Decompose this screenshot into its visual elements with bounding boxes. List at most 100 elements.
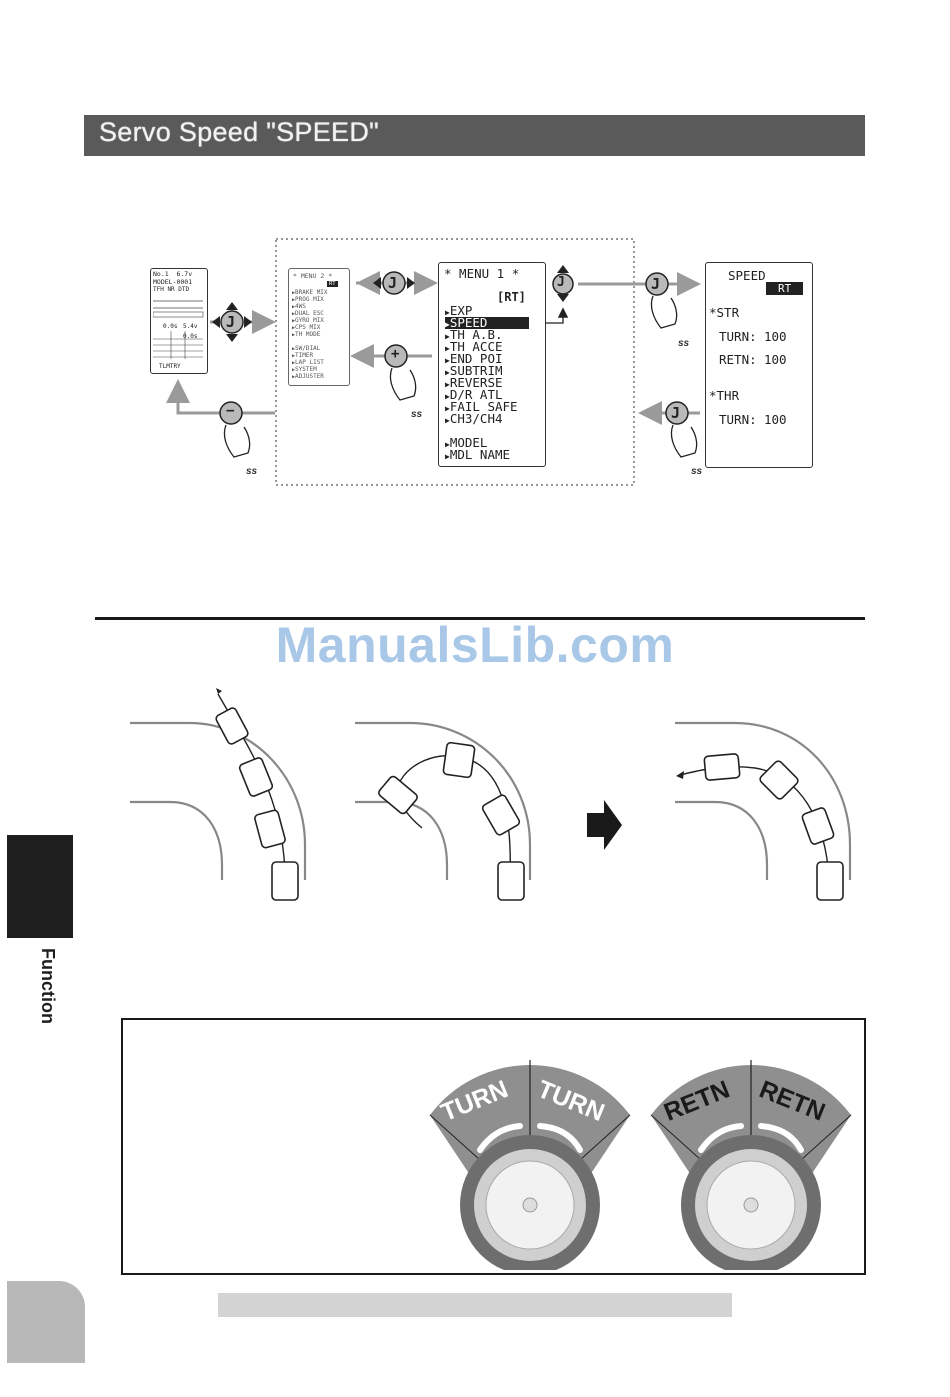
menu-cursor-icon: ▶ — [292, 325, 296, 331]
menu1-item[interactable]: ▶REVERSE — [445, 375, 503, 390]
menu1-item[interactable]: ▶EXP — [445, 303, 473, 318]
menu-cursor-icon: ▶ — [292, 304, 296, 310]
jog-key-icon — [665, 401, 689, 425]
section-title: Servo Speed "SPEED" — [99, 117, 380, 147]
menu1-item[interactable]: ▶FAIL SAFE — [445, 399, 518, 414]
plus-key-label: + — [391, 346, 400, 362]
jog-cross-icon — [212, 302, 252, 342]
menu-cursor-icon: ▶ — [292, 353, 296, 359]
menu-cursor-icon: ▶ — [445, 392, 450, 401]
menu-cursor-icon: ▶ — [292, 346, 296, 352]
menu-cursor-icon: ▶ — [445, 332, 450, 341]
jog-key-label: J — [557, 275, 565, 290]
menu2-item[interactable]: ▶SW/DIAL — [292, 345, 321, 352]
menu1-item[interactable]: ▶MODEL — [445, 435, 488, 450]
menu2-list: ▶BRAKE MIX▶PROG MIX▶4WS▶DUAL ESC▶GYRO MI… — [292, 289, 328, 380]
menu1-item[interactable]: ▶SUBTRIM — [445, 363, 503, 378]
menu-cursor-icon: ▶ — [292, 374, 296, 380]
jog-up-down-icon — [552, 265, 574, 302]
plus-key-icon — [384, 344, 408, 368]
menu1-item[interactable]: ▶TH A.B. — [445, 327, 503, 342]
jog-key-icon — [645, 272, 669, 296]
thr-turn-label: TURN: — [719, 412, 757, 427]
menu2-item[interactable]: ▶BRAKE MIX — [292, 289, 328, 296]
thr-turn-value: 100 — [764, 412, 787, 427]
minus-key-icon — [219, 401, 243, 425]
str-turn-value: 100 — [764, 329, 787, 344]
menu-cursor-icon: ▶ — [445, 320, 450, 329]
menu2-item[interactable]: ▶GYRO MIX — [292, 317, 324, 324]
menu1-item[interactable]: ▶CH3/CH4 — [445, 411, 503, 426]
jog-left-right-icon — [373, 271, 415, 295]
wheel-figure — [429, 1060, 852, 1270]
thr-label: *THR — [709, 388, 740, 403]
jog-key-label: J — [226, 313, 236, 331]
menu2-item[interactable]: ▶SYSTEM — [292, 366, 317, 373]
menu-cursor-icon: ▶ — [445, 440, 450, 449]
menu1-item[interactable]: ▶TH ACCE — [445, 339, 503, 354]
menu-cursor-icon: ▶ — [445, 380, 450, 389]
press-mark: ss — [691, 466, 703, 477]
jog-key-label: J — [651, 275, 661, 293]
menu-cursor-icon: ▶ — [445, 368, 450, 377]
menu-cursor-icon: ▶ — [445, 416, 450, 425]
next-arrow-icon — [587, 800, 622, 850]
press-mark: ss — [411, 409, 423, 420]
menu-cursor-icon: ▶ — [292, 311, 296, 317]
menu-cursor-icon: ▶ — [445, 404, 450, 413]
jog-key-label: J — [671, 404, 681, 422]
menu1-item[interactable]: ▶SPEED — [445, 316, 529, 329]
section-side-tab — [7, 835, 73, 938]
menu-cursor-icon: ▶ — [445, 452, 450, 461]
menu-cursor-icon: ▶ — [292, 360, 296, 366]
str-retn-value: 100 — [764, 352, 787, 367]
menu-cursor-icon: ▶ — [292, 290, 296, 296]
menu-cursor-icon: ▶ — [445, 344, 450, 353]
caption-bar — [218, 1293, 732, 1317]
menu-cursor-icon: ▶ — [292, 367, 296, 373]
menu-cursor-icon: ▶ — [292, 297, 296, 303]
str-retn-label: RETN: — [719, 352, 757, 367]
menu-group-frame — [275, 238, 635, 486]
menu-cursor-icon: ▶ — [292, 332, 296, 338]
menu-cursor-icon: ▶ — [445, 308, 450, 317]
menu2-item[interactable]: ▶ADJUSTER — [292, 373, 324, 380]
speed-screen: SPEED RT *STR TURN: 100 RETN: 100 *THR T… — [705, 262, 813, 468]
menu2-screen: * MENU 2 * RT ▶BRAKE MIX▶PROG MIX▶4WS▶DU… — [288, 268, 350, 386]
menu-cursor-icon: ▶ — [292, 318, 296, 324]
menu-cursor-icon: ▶ — [445, 356, 450, 365]
press-mark: ss — [678, 338, 690, 349]
wheel-left — [429, 1060, 631, 1270]
menu1-screen: * MENU 1 * [RT] ▶EXP▶SPEED▶TH A.B.▶TH AC… — [438, 262, 546, 467]
speed-screen-title: SPEED — [728, 268, 766, 283]
press-mark: ss — [246, 466, 258, 477]
navigation-diagram — [166, 238, 701, 486]
menu2-item[interactable]: ▶LAP LIST — [292, 359, 324, 366]
menu2-item[interactable]: ▶DUAL ESC — [292, 310, 324, 317]
menu2-item[interactable]: ▶4WS — [292, 303, 306, 310]
menu1-item[interactable]: ▶D/R ATL — [445, 387, 503, 402]
str-turn-label: TURN: — [719, 329, 757, 344]
menu2-item[interactable] — [292, 338, 328, 345]
menu2-item[interactable]: ▶CPS MIX — [292, 324, 321, 331]
minus-key-label: − — [226, 403, 235, 419]
cornering-illustration — [130, 688, 852, 901]
menu2-item[interactable]: ▶PROG MIX — [292, 296, 324, 303]
page-corner-tab — [7, 1281, 85, 1363]
str-label: *STR — [709, 305, 740, 320]
pressing-finger-icon — [223, 424, 251, 458]
watermark: ManualsLib.com — [275, 617, 675, 673]
jog-key-label: J — [388, 274, 398, 292]
menu1-item[interactable]: ▶MDL NAME — [445, 447, 511, 462]
section-side-label: Function — [38, 948, 58, 1024]
menu1-item[interactable]: ▶END POI — [445, 351, 503, 366]
section-title-bar — [84, 115, 865, 156]
menu2-item[interactable]: ▶TH MODE — [292, 331, 321, 338]
wheel-right — [650, 1060, 852, 1270]
home-screen: No.1 6.7v MODEL-0001 TFH NR DTD 0.0s 5.4… — [150, 268, 208, 374]
menu2-item[interactable]: ▶TIMER — [292, 352, 314, 359]
section-divider — [95, 617, 865, 620]
speed-screen-badge: RT — [766, 282, 804, 295]
menu1-list: ▶EXP▶SPEED▶TH A.B.▶TH ACCE▶END POI▶SUBTR… — [445, 303, 545, 462]
wheel-figure-box — [121, 1018, 866, 1275]
